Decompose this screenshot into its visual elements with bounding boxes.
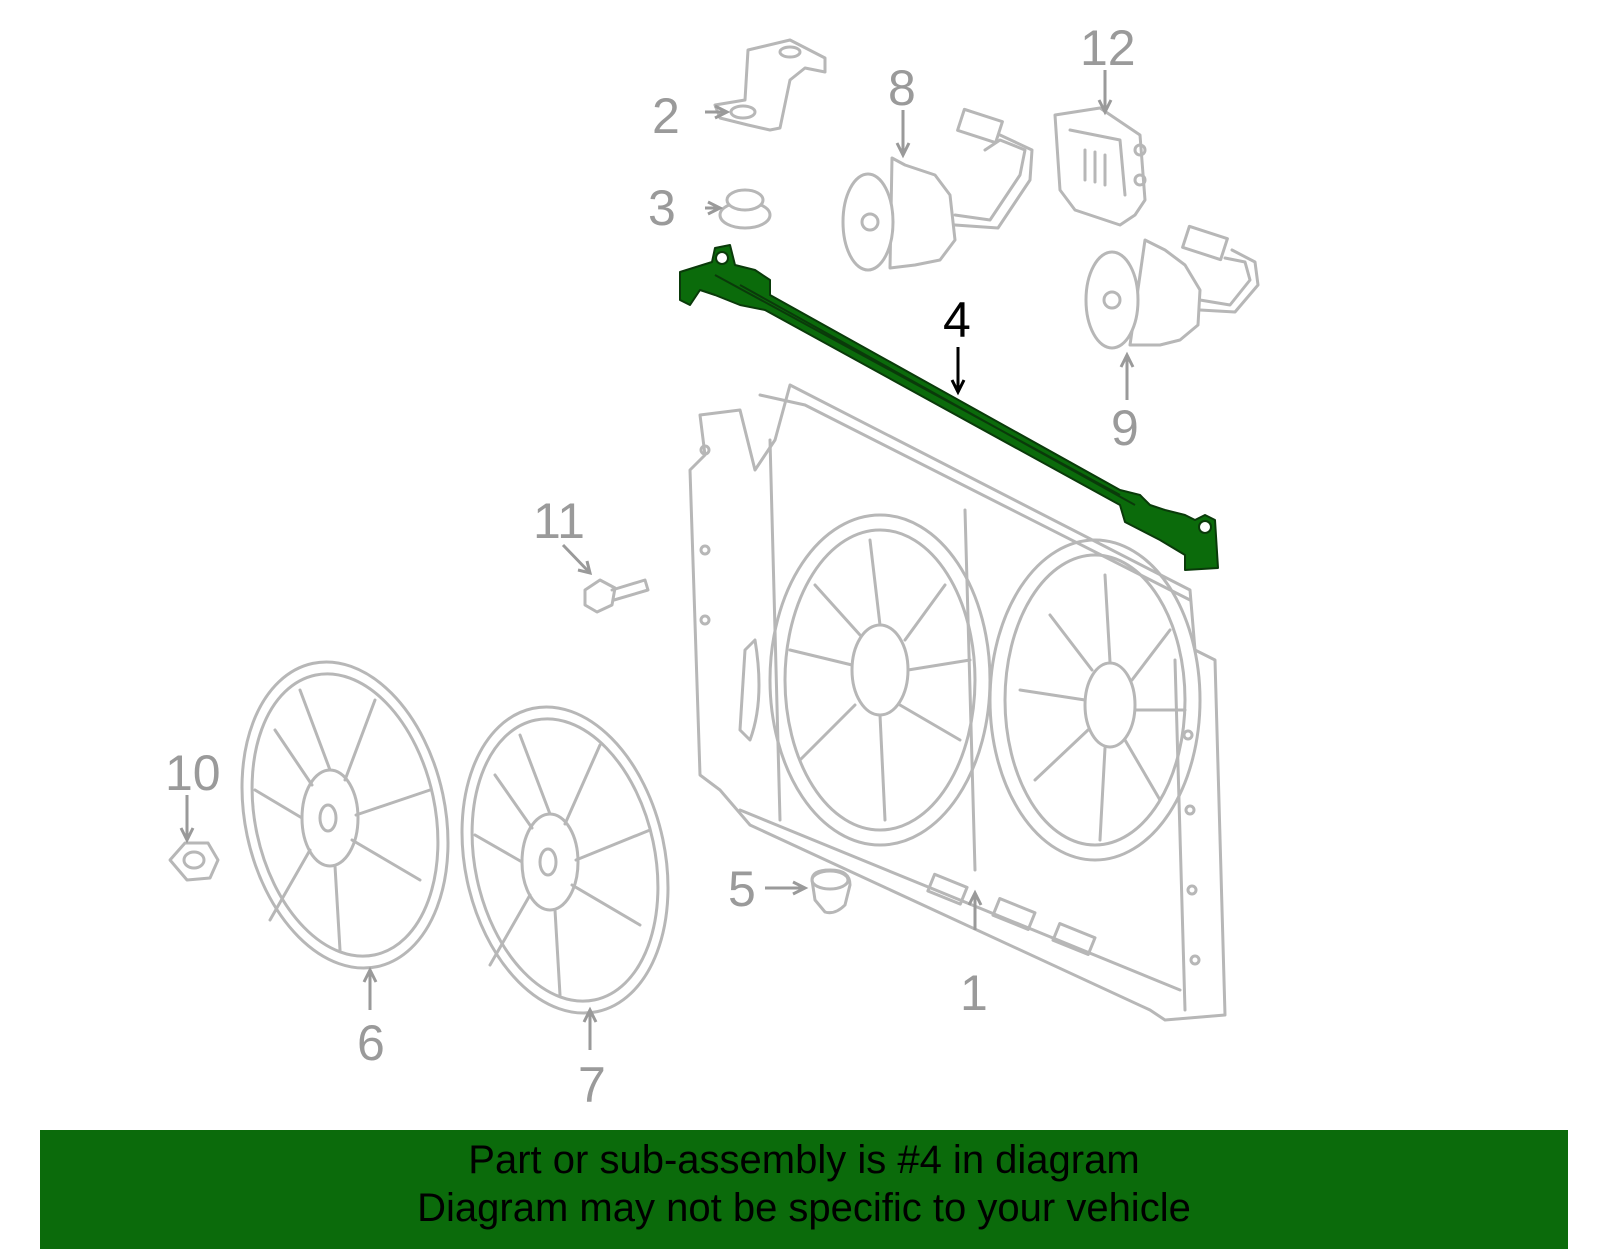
callout-2: 2	[652, 88, 680, 144]
callout-12: 12	[1080, 20, 1136, 76]
part-3-plug	[718, 188, 772, 230]
callout-10: 10	[165, 745, 221, 801]
part-8-fan-motor	[841, 107, 1034, 272]
info-banner: Part or sub-assembly is #4 in diagram Di…	[40, 1130, 1568, 1249]
banner-line-2: Diagram may not be specific to your vehi…	[417, 1186, 1191, 1230]
banner-line-1: Part or sub-assembly is #4 in diagram	[468, 1138, 1140, 1182]
callout-3: 3	[648, 180, 676, 236]
callout-11: 11	[533, 493, 585, 549]
part-7-fan	[460, 705, 670, 1015]
part-5-grommet	[810, 868, 852, 915]
leader-lines	[179, 70, 1135, 1050]
callout-labels: 1 2 3 4 5 6 7 8 9 10 11 12	[165, 20, 1139, 1113]
callout-7: 7	[578, 1057, 606, 1113]
callout-1: 1	[960, 965, 988, 1021]
callout-4[interactable]: 4	[943, 292, 971, 348]
part-2-bracket	[713, 38, 827, 132]
callout-8: 8	[888, 60, 916, 116]
callout-6: 6	[357, 1015, 385, 1071]
callout-9: 9	[1111, 400, 1139, 456]
part-9-fan-motor	[1084, 224, 1260, 350]
part-12-control-module	[1053, 106, 1147, 227]
callout-5: 5	[728, 861, 756, 917]
part-6-fan	[240, 660, 450, 970]
part-4-support-highlighted[interactable]	[679, 244, 1219, 571]
part-1-fan-shroud	[688, 383, 1227, 1022]
part-10-nut	[168, 841, 220, 882]
part-11-bolt	[583, 578, 650, 614]
